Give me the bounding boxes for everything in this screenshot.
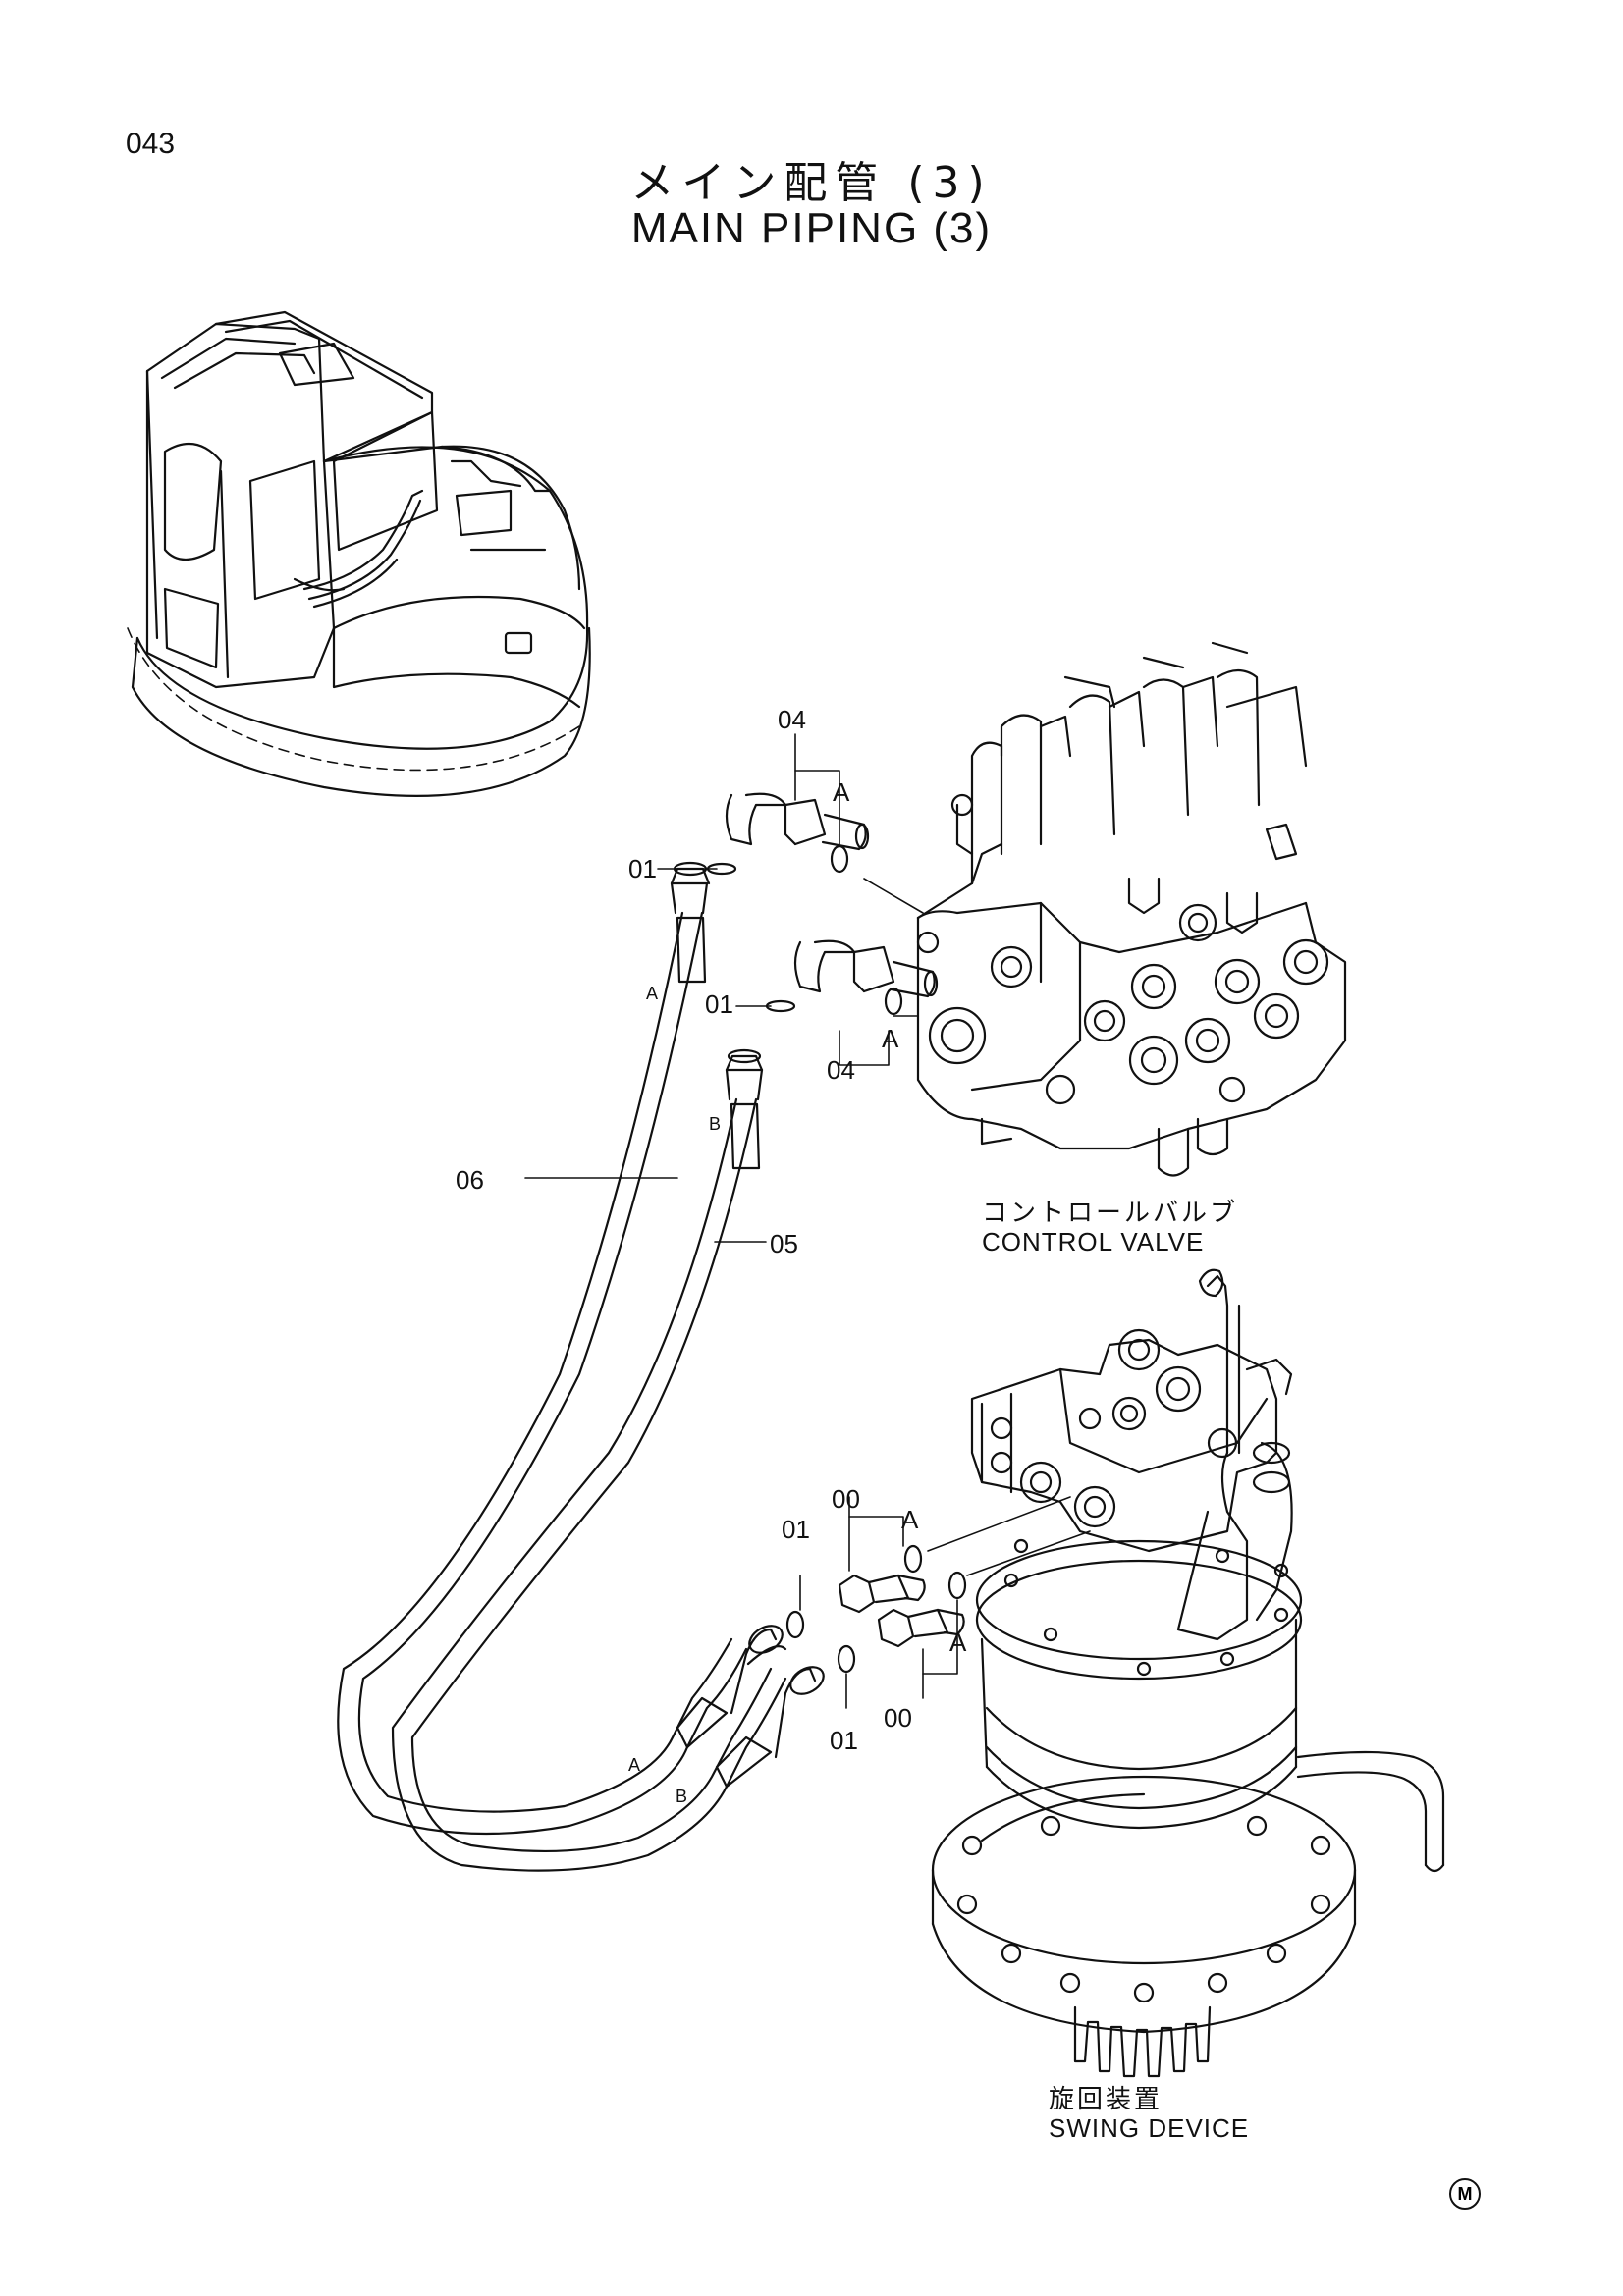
- callout-01-swing-top: 01: [782, 1515, 810, 1544]
- adapter-fittings: [839, 1575, 964, 1646]
- callout-06: 06: [456, 1165, 484, 1195]
- hose-end-label-a-bottom: A: [628, 1755, 641, 1775]
- callout-01-mid: 01: [705, 989, 733, 1019]
- callout-04-top: 04: [778, 705, 806, 734]
- swing-device-illustration: [933, 1270, 1443, 2076]
- swing-device-label-japanese: 旋回装置: [1049, 2085, 1163, 2114]
- page-number: 043: [126, 128, 176, 160]
- callout-04-mid: 04: [827, 1055, 855, 1085]
- excavator-locator-illustration: [128, 312, 590, 796]
- hose-end-label-b-bottom: B: [676, 1787, 688, 1806]
- control-valve-label-japanese: コントロールバルブ: [982, 1199, 1239, 1228]
- control-valve-label-english: CONTROL VALVE: [982, 1227, 1205, 1256]
- hose-assemblies: [338, 863, 828, 1871]
- callout-a-swing-top: A: [901, 1505, 919, 1534]
- callout-a-mid: A: [882, 1024, 899, 1053]
- callout-01-top: 01: [628, 854, 657, 883]
- hose-end-label-b-top: B: [709, 1114, 722, 1134]
- callout-a-swing-bottom: A: [949, 1628, 967, 1657]
- page-title-japanese: メイン配管 (3): [630, 158, 993, 208]
- callout-05: 05: [770, 1229, 798, 1258]
- callout-00-bottom: 00: [884, 1703, 912, 1733]
- callout-a-top: A: [833, 777, 850, 807]
- control-valve-illustration: [918, 643, 1345, 1176]
- corner-m-mark: M: [1449, 2178, 1481, 2210]
- swing-device-label-english: SWING DEVICE: [1049, 2113, 1250, 2143]
- leader-lines: [525, 734, 1090, 1708]
- page-title-english: MAIN PIPING (3): [630, 204, 993, 252]
- callout-00-top: 00: [832, 1484, 860, 1514]
- elbow-fittings: [727, 794, 937, 996]
- callout-01-swing-bottom: 01: [830, 1726, 858, 1755]
- hose-end-label-a-top: A: [646, 984, 659, 1003]
